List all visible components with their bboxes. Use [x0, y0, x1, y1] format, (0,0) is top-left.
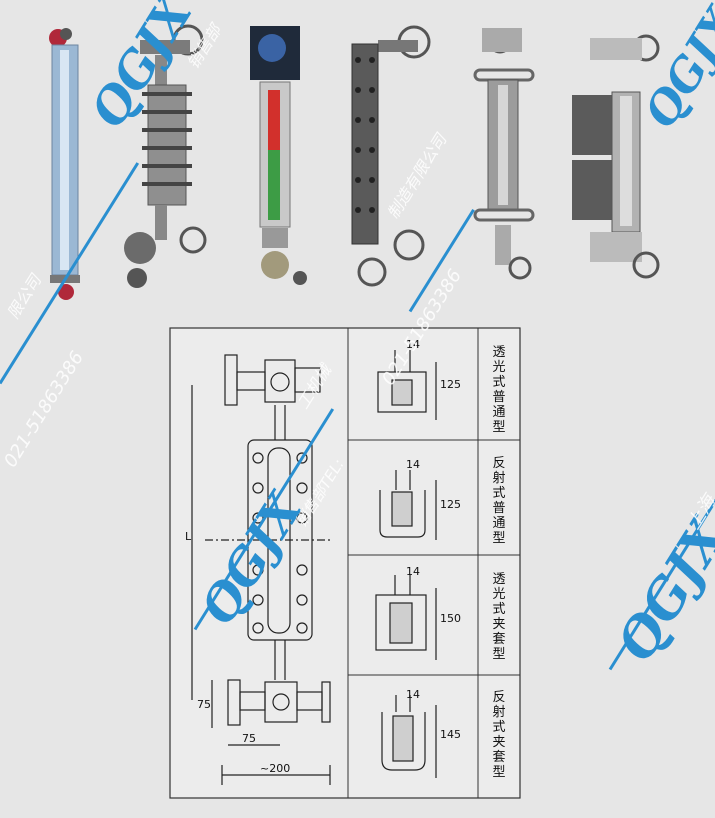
- cross-section-1: [377, 350, 437, 420]
- gauge-photo-1: [49, 28, 80, 300]
- type-label-3: 透光式夹套型: [492, 572, 506, 662]
- product-photos: [49, 24, 660, 300]
- type-1-height: 125: [440, 378, 461, 391]
- gauge-photo-6: [572, 34, 660, 279]
- gauge-photo-4: [351, 25, 431, 287]
- cross-section-2: [379, 470, 437, 540]
- dim-half-width: 75: [242, 732, 256, 745]
- gauge-photo-3: [250, 26, 307, 285]
- type-3-height: 150: [440, 612, 461, 625]
- type-4-width: 14: [406, 688, 420, 701]
- type-label-2: 反射式普通型: [492, 456, 506, 546]
- type-4-height: 145: [440, 728, 461, 741]
- gauge-photo-2: [124, 24, 207, 288]
- dim-length: L: [185, 530, 192, 543]
- dim-lower-height: 75: [197, 698, 211, 711]
- type-1-width: 14: [406, 338, 420, 351]
- main-gauge-drawing: [191, 354, 331, 785]
- type-3-width: 14: [406, 565, 420, 578]
- cross-section-4: [381, 695, 437, 778]
- type-2-height: 125: [440, 498, 461, 511]
- type-2-width: 14: [406, 458, 420, 471]
- gauge-photo-5: [473, 28, 535, 280]
- type-label-4: 反射式夹套型: [492, 690, 506, 780]
- dim-total-width: ~200: [260, 762, 291, 775]
- cross-section-3: [375, 575, 437, 660]
- type-label-1: 透光式普通型: [492, 345, 506, 435]
